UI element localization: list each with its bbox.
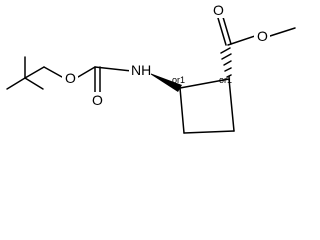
- stereo-flag-left-center: or1: [172, 75, 185, 85]
- bond-carbonyl-to-nh: [94, 66, 133, 72]
- bond-ester-carbonyl-double-a: [217, 17, 227, 46]
- bond-tbu-to-carbon: [24, 66, 45, 79]
- bond-quaternary-c-to-o: [43, 66, 63, 78]
- hash-2: [224, 67, 232, 72]
- oxygen-carbonyl-ester: O: [213, 2, 224, 18]
- bond-hashed-wedge-ring-to-ester: [220, 47, 232, 78]
- bond-ring-left: [179, 87, 185, 134]
- bond-ring-right: [228, 78, 235, 132]
- bond-ester-carbonyl-double-b: [222, 16, 232, 45]
- bond-methyl-left: [6, 77, 26, 90]
- oxygen-carbonyl-ester-bg: [211, 2, 227, 18]
- hash-4: [221, 53, 232, 60]
- stereo-labels: or1 or1: [172, 75, 232, 85]
- nitrogen-amide: NH: [131, 62, 151, 78]
- hash-3: [223, 60, 232, 66]
- bond-wedge-nh-to-ring: [147, 72, 182, 92]
- oxygen-ester-methoxy: O: [257, 28, 268, 44]
- nitrogen-amide-bg: [129, 62, 151, 78]
- oxygen-boc-carbonyl-bg: [89, 92, 105, 108]
- bond-ring-bottom: [183, 130, 235, 134]
- oxygen-boc-ether: O: [65, 70, 76, 86]
- chemical-structure-diagram: O O O O NH or1 or1: [6, 2, 296, 134]
- bond-ester-c-to-o: [227, 35, 256, 46]
- oxygen-boc-ether-bg: [62, 70, 78, 86]
- stereo-flag-right-center: or1: [219, 75, 232, 85]
- hash-5: [220, 47, 231, 54]
- bond-methyl-bottom: [24, 77, 44, 90]
- oxygen-ester-methoxy-bg: [254, 28, 270, 44]
- bond-ring-top: [179, 78, 230, 89]
- bond-lines: [6, 16, 296, 134]
- hash-1: [226, 74, 232, 78]
- oxygen-boc-carbonyl: O: [92, 92, 103, 108]
- bond-o-to-methyl: [269, 27, 296, 37]
- bond-o-to-carbonyl-c: [77, 66, 96, 78]
- atom-labels: O O O O NH: [62, 2, 270, 108]
